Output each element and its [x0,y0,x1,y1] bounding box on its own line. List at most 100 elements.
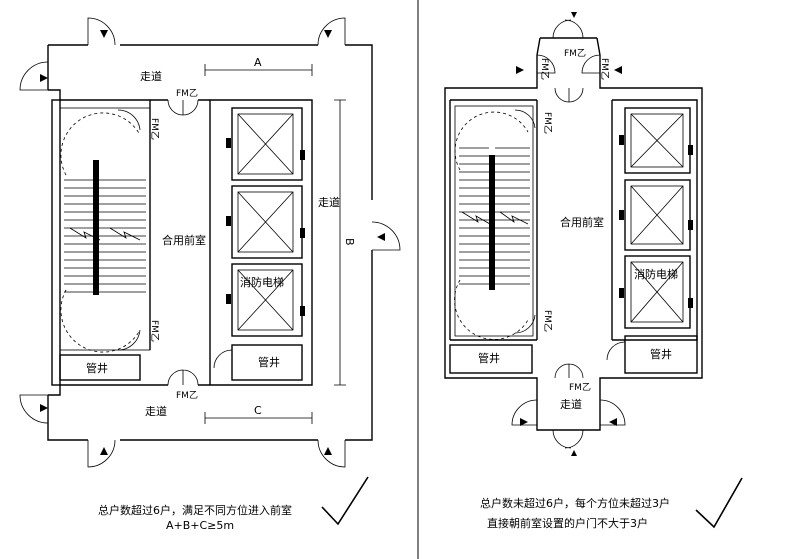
left-stair-door-swing [117,109,141,351]
right-elevator-2-cross [630,185,684,245]
right-side-door-label-left: FM乙 [539,58,550,80]
left-core-west-wall [51,99,61,386]
right-stair-break-line [461,211,491,225]
left-stair-well [93,160,99,295]
left-shaft-door [213,349,233,369]
left-door-label-bottom: FM乙 [176,390,198,401]
elevator-door [300,150,305,160]
arrow-marker [377,233,385,241]
right-door-label-top: FM乙 [564,48,586,59]
right-door-top-right [581,54,601,74]
arrow-marker [571,12,577,18]
right-stair-landing [454,111,529,340]
right-fire-elevator-car [630,261,684,323]
left-door-bottom-right [317,439,346,468]
right-fire-elevator-label: 消防电梯 [634,267,678,281]
right-elevator-2-car [630,185,684,245]
elevator-door [619,210,624,220]
right-corridor-bottom-label: 走道 [560,397,582,411]
right-plan: FM乙 FM乙 FM乙 FM乙 FM乙 合用前室 消防电梯 管井 管井 FM乙 … [444,12,743,530]
arrow-marker [40,74,48,82]
left-elevator-1-cross [237,113,294,175]
dim-c-label: C [254,404,262,417]
left-lobby-door-bottom [167,369,199,386]
right-lobby-label: 合用前室 [560,215,604,229]
arrow-marker [40,404,48,412]
left-shaft-left-label: 管井 [86,361,108,375]
right-fire-elevator [624,255,691,329]
left-core-wall [48,89,313,396]
right-door-bottom-right [599,399,626,426]
left-outer-wall [47,44,373,441]
right-elevator-1-car [630,113,684,168]
left-stair-room [59,107,151,351]
right-door-label-bottom: FM乙 [569,382,591,393]
left-caption-line2: A+B+C≥5m [166,519,234,532]
right-shaft-right-label: 管井 [650,347,672,361]
elevator-door [619,288,624,298]
dim-line-c [204,412,313,424]
right-fire-elevator-cross [630,261,684,323]
elevator-door [688,145,693,155]
left-elevator-1-car [237,113,294,175]
left-stair-break-line [69,227,101,241]
arrow-marker [609,418,617,426]
right-shaft-right [624,335,698,374]
left-elevator-2 [231,185,303,259]
right-stair-door-swing [514,109,536,334]
left-stair-door-label-top: FM乙 [149,118,160,140]
left-fire-elevator-label: 消防电梯 [240,275,284,289]
arrow-marker [100,447,108,455]
arrow-marker [614,66,622,74]
dim-b-label: B [343,238,356,246]
left-elevator-2-cross [237,191,294,253]
left-elevator-1 [231,107,303,181]
right-stair-room [454,105,534,337]
left-plan: 走道 走道 走道 FM乙 FM乙 FM乙 FM乙 合用前室 消防电梯 管井 管井… [19,17,401,532]
elevator-door [226,294,231,304]
left-stair-door-label-bottom: FM乙 [149,320,160,342]
left-lobby-label: 合用前室 [162,233,206,247]
right-bottom-vestibule [536,390,601,431]
right-door-top-left [536,54,556,74]
right-elevator-1 [624,107,691,174]
right-door-top [552,19,584,39]
left-door-west-top [19,61,49,91]
left-corridor-top-label: 走道 [140,69,162,83]
left-door-east [371,221,401,251]
right-door-bottom [552,429,584,449]
left-door-top-right [317,17,346,46]
left-caption-line1: 总户数超过6户，满足不同方位进入前室 [98,503,292,517]
right-lobby-door-bottom [554,363,584,379]
left-door-bottom-left [87,439,116,468]
right-core-wall [450,99,698,341]
left-door-west-bottom [19,394,49,424]
right-top-vestibule [536,37,601,56]
right-stair-well [489,155,495,290]
left-stair-treads [64,179,146,293]
left-fire-elevator-car [237,269,294,331]
left-check-mark [321,476,369,526]
dim-line-a [204,64,313,76]
elevator-door [688,298,693,308]
elevator-door [688,220,693,230]
right-side-door-label-right: FM乙 [599,58,610,80]
left-shaft-left [59,354,141,381]
right-elevator-2 [624,179,691,251]
left-shaft-right [231,344,303,381]
right-check-mark [695,477,743,529]
right-door-bottom-left [511,399,538,426]
elevator-door [300,306,305,316]
arrow-marker [571,450,577,456]
right-stair-treads [459,147,530,285]
right-shaft-left-label: 管井 [478,351,500,365]
right-shaft-door [606,341,626,361]
elevator-door [226,138,231,148]
elevator-door [226,216,231,226]
right-lobby-door-top [554,87,584,103]
elevator-door [619,135,624,145]
left-elevator-2-car [237,191,294,253]
right-stair-door-label-top: FM乙 [542,112,553,134]
arrow-marker [516,66,524,74]
